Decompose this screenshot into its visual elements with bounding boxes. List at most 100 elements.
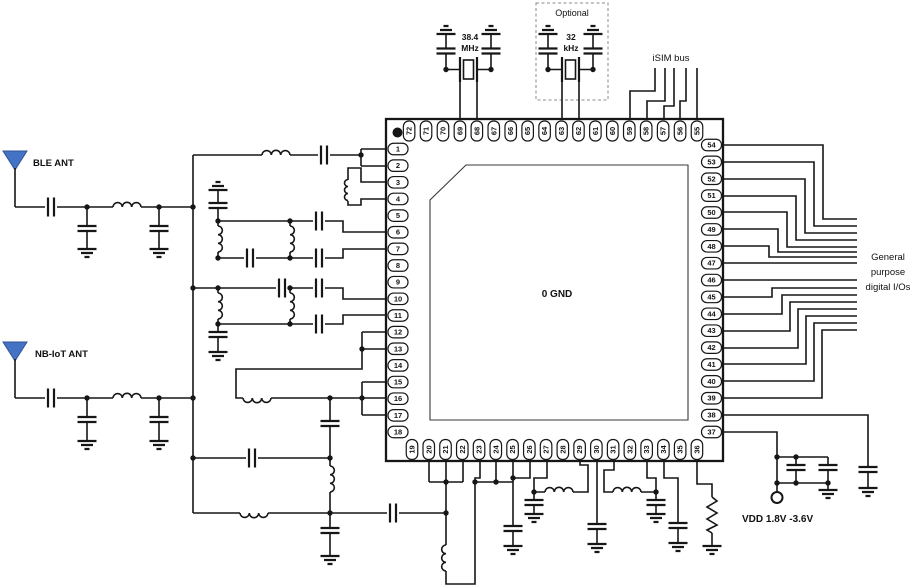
- svg-text:72: 72: [405, 127, 414, 135]
- crystal-38mhz-circuit: 38.4 MHz: [435, 24, 502, 119]
- ble-ant-label: BLE ANT: [33, 158, 74, 169]
- svg-text:51: 51: [707, 191, 715, 200]
- ble-matching-network: [207, 180, 386, 269]
- series-capacitor-icon: [314, 277, 324, 299]
- svg-text:61: 61: [591, 127, 600, 135]
- dcdc-inductor-icon: [544, 486, 574, 493]
- svg-text:45: 45: [707, 292, 715, 301]
- pin-5: 5: [387, 209, 409, 222]
- inductor-icon: [112, 201, 142, 208]
- svg-text:32: 32: [625, 445, 634, 453]
- svg-text:63: 63: [557, 127, 566, 135]
- svg-text:29: 29: [575, 445, 584, 453]
- pin-2: 2: [387, 159, 409, 172]
- pin-29: 29: [573, 438, 586, 461]
- capacitor-icon: [586, 522, 608, 531]
- load-capacitor-icon: [480, 47, 502, 55]
- ground-icon: [207, 180, 229, 192]
- svg-text:55: 55: [693, 127, 702, 135]
- svg-text:43: 43: [707, 326, 715, 335]
- pin-12: 12: [387, 325, 409, 339]
- svg-text:20: 20: [424, 445, 433, 453]
- pin-61: 61: [589, 120, 602, 142]
- svg-text:35: 35: [676, 445, 685, 453]
- pin-33: 33: [640, 438, 653, 461]
- pin-50: 50: [700, 206, 723, 219]
- capacitor-icon: [207, 201, 229, 210]
- capacitor-icon: [667, 521, 689, 530]
- svg-text:56: 56: [676, 127, 685, 135]
- ground-icon: [319, 554, 341, 566]
- pin-9: 9: [387, 275, 409, 289]
- svg-text:65: 65: [523, 127, 532, 135]
- pin-22: 22: [455, 438, 469, 461]
- svg-text:8: 8: [396, 261, 400, 270]
- svg-text:26: 26: [525, 445, 534, 453]
- rf-rail-and-feed: [192, 144, 386, 513]
- ground-icon: [480, 24, 502, 36]
- svg-text:46: 46: [707, 276, 715, 285]
- svg-text:24: 24: [491, 445, 500, 454]
- pin-37: 37: [700, 425, 723, 439]
- decoupling-capacitor-icon: [857, 465, 879, 474]
- pin-7: 7: [387, 242, 409, 256]
- svg-text:60: 60: [608, 127, 617, 135]
- pin-3: 3: [387, 175, 409, 189]
- bottom-networks: [330, 461, 723, 585]
- exposed-gnd-pad: [429, 164, 689, 421]
- series-capacitor-icon: [314, 247, 324, 269]
- svg-text:53: 53: [707, 157, 715, 166]
- pin-20: 20: [422, 438, 436, 461]
- pin-57: 57: [656, 120, 670, 142]
- ground-icon: [76, 247, 98, 259]
- pin-44: 44: [700, 307, 723, 321]
- nbiot-antenna-icon: [2, 341, 28, 362]
- ground-icon: [586, 542, 608, 554]
- ground-icon: [857, 486, 879, 498]
- svg-text:12: 12: [394, 328, 402, 337]
- pin-1: 1: [387, 142, 409, 156]
- pin-35: 35: [673, 438, 687, 461]
- svg-text:48: 48: [707, 242, 715, 251]
- pin-36: 36: [690, 438, 704, 461]
- ble-pi-filter: [14, 168, 193, 259]
- pin-6: 6: [387, 225, 409, 239]
- pin-46: 46: [700, 273, 723, 287]
- svg-text:37: 37: [707, 428, 715, 437]
- pin-56: 56: [673, 120, 687, 142]
- ground-icon: [435, 24, 457, 36]
- svg-text:57: 57: [659, 127, 668, 135]
- gpio-bus: General purpose digital I/Os: [723, 144, 911, 399]
- gpio-label-line2: purpose: [871, 267, 905, 278]
- svg-text:23: 23: [475, 445, 484, 453]
- pin-41: 41: [700, 358, 723, 371]
- svg-text:17: 17: [394, 411, 402, 420]
- shunt-capacitor-icon: [76, 224, 98, 233]
- pin-30: 30: [590, 438, 603, 461]
- svg-text:38: 38: [707, 411, 715, 420]
- ground-icon: [701, 544, 723, 556]
- svg-text:70: 70: [438, 127, 447, 135]
- inductor-icon: [217, 292, 224, 320]
- svg-text:14: 14: [394, 361, 403, 370]
- optional-label: Optional: [555, 8, 589, 18]
- shunt-inductor-icon: [343, 178, 349, 202]
- pin-48: 48: [700, 239, 723, 253]
- svg-text:16: 16: [394, 394, 402, 403]
- inductor-icon: [289, 225, 296, 253]
- pin-24: 24: [489, 438, 503, 461]
- series-capacitor-icon: [314, 210, 324, 232]
- capacitor-icon: [319, 419, 341, 428]
- pin-8: 8: [387, 259, 409, 272]
- svg-text:28: 28: [558, 445, 567, 453]
- xtal-main-unit: MHz: [461, 43, 478, 53]
- inductor-icon: [261, 149, 291, 156]
- svg-text:66: 66: [506, 127, 515, 135]
- capacitor-icon: [502, 524, 524, 533]
- pin-13: 13: [387, 342, 409, 356]
- pin-69: 69: [453, 120, 467, 142]
- svg-text:64: 64: [540, 126, 549, 135]
